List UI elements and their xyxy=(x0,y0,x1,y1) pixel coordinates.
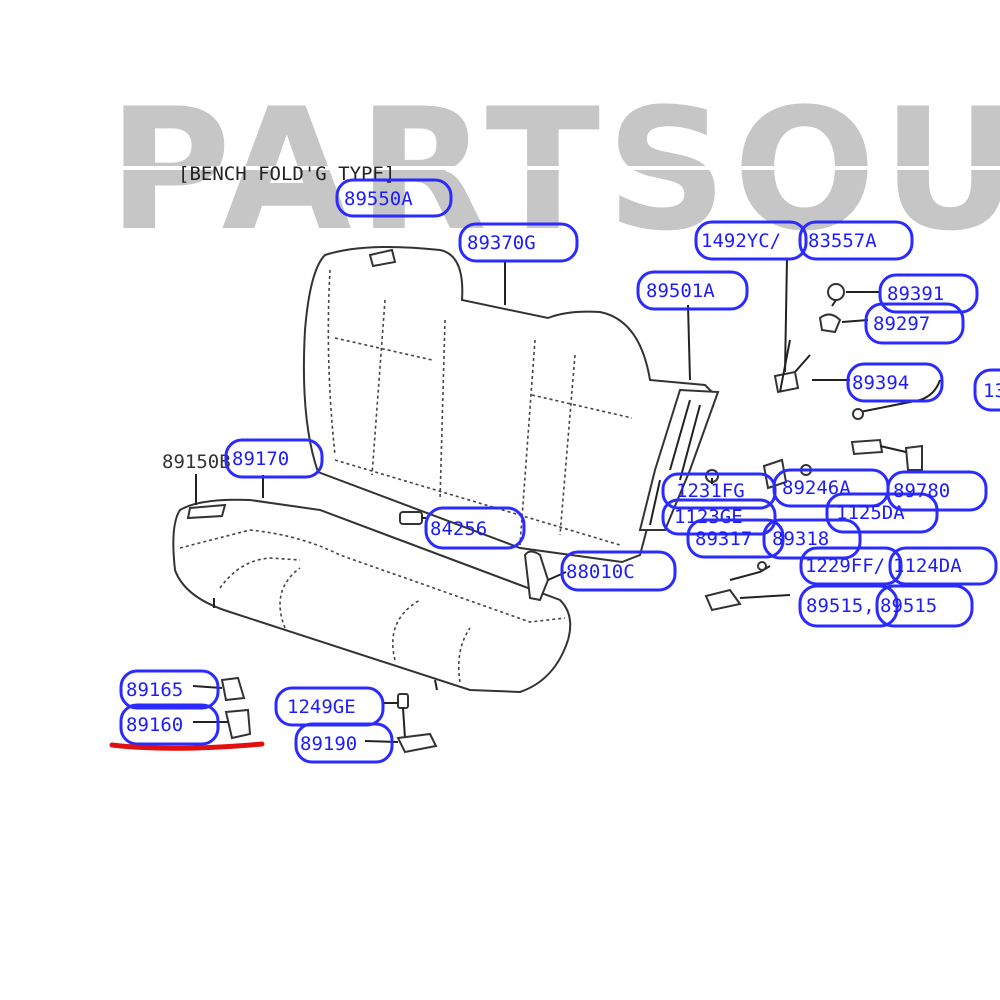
seat-back xyxy=(302,245,717,564)
callout-89550a[interactable]: 89550A xyxy=(335,178,453,218)
callout-1231fg[interactable]: 1231FG xyxy=(661,472,777,510)
label-89150b: 89150B xyxy=(162,451,231,473)
callout-89297[interactable]: 89297 xyxy=(864,302,965,345)
svg-text:88010C: 88010C xyxy=(566,561,635,583)
callout-89370g[interactable]: 89370G xyxy=(458,222,579,263)
folding-hinge xyxy=(638,388,720,531)
svg-text:1125DA: 1125DA xyxy=(836,502,905,524)
svg-text:89170: 89170 xyxy=(232,448,289,470)
callout-89391[interactable]: 89391 xyxy=(878,273,979,314)
callout-89165[interactable]: 89165 xyxy=(119,669,220,710)
diagram-header: [BENCH FOLD'G TYPE] xyxy=(178,163,395,185)
callout-1492yc[interactable]: 1492YC/ xyxy=(694,220,808,261)
callout-1125da[interactable]: 1125DA xyxy=(825,492,939,534)
svg-text:84256: 84256 xyxy=(430,518,487,540)
callout-13[interactable]: 13 xyxy=(973,368,1000,412)
svg-text:89165: 89165 xyxy=(126,679,183,701)
svg-text:1229FF/: 1229FF/ xyxy=(805,555,885,577)
callout-89515-a[interactable]: 89515, xyxy=(798,584,899,628)
svg-text:1231FG: 1231FG xyxy=(676,480,745,502)
callout-89780[interactable]: 89780 xyxy=(886,470,988,512)
callout-1249ge[interactable]: 1249GE xyxy=(274,686,385,727)
callout-89170[interactable]: 89170 xyxy=(224,438,324,479)
svg-text:89318: 89318 xyxy=(772,528,829,550)
svg-text:13: 13 xyxy=(983,380,1000,402)
callout-89190[interactable]: 89190 xyxy=(294,722,394,764)
svg-text:89515: 89515 xyxy=(880,595,937,617)
svg-text:1492YC/: 1492YC/ xyxy=(701,230,781,252)
callout-89394[interactable]: 89394 xyxy=(846,362,944,403)
svg-text:89780: 89780 xyxy=(893,480,950,502)
svg-text:89160: 89160 xyxy=(126,714,183,736)
callout-83557a[interactable]: 83557A xyxy=(798,220,914,261)
watermark-mask xyxy=(0,166,1000,170)
svg-text:89297: 89297 xyxy=(873,313,930,335)
leader-lines xyxy=(192,257,880,743)
callout-89317[interactable]: 89317 xyxy=(686,518,785,559)
svg-text:83557A: 83557A xyxy=(808,230,877,252)
callout-1229ff[interactable]: 1229FF/ xyxy=(799,546,903,586)
callout-89318[interactable]: 89318 xyxy=(762,518,862,560)
svg-text:89391: 89391 xyxy=(887,283,944,305)
svg-text:89550A: 89550A xyxy=(344,188,413,210)
svg-text:89190: 89190 xyxy=(300,733,357,755)
svg-text:89317: 89317 xyxy=(695,528,752,550)
callout-88010c[interactable]: 88010C xyxy=(560,550,677,592)
callout-89160[interactable]: 89160 xyxy=(119,703,220,746)
svg-text:89246A: 89246A xyxy=(782,477,851,499)
svg-text:89394: 89394 xyxy=(852,372,909,394)
callout-89501a[interactable]: 89501A xyxy=(636,270,749,311)
callout-84256[interactable]: 84256 xyxy=(424,506,526,550)
red-underline-annotation xyxy=(109,741,265,751)
seat-cushion xyxy=(172,498,572,694)
svg-text:89501A: 89501A xyxy=(646,280,715,302)
svg-text:1249GE: 1249GE xyxy=(287,696,356,718)
callout-1124da[interactable]: 1124DA xyxy=(888,546,998,586)
callout-89515-b[interactable]: 89515 xyxy=(875,584,974,628)
svg-text:89515,: 89515, xyxy=(806,595,875,617)
svg-text:1124DA: 1124DA xyxy=(893,555,962,577)
callout-1123ge[interactable]: 1123GE xyxy=(661,498,777,536)
svg-text:89370G: 89370G xyxy=(467,232,536,254)
svg-text:1123GE: 1123GE xyxy=(674,506,743,528)
small-parts xyxy=(220,283,941,754)
